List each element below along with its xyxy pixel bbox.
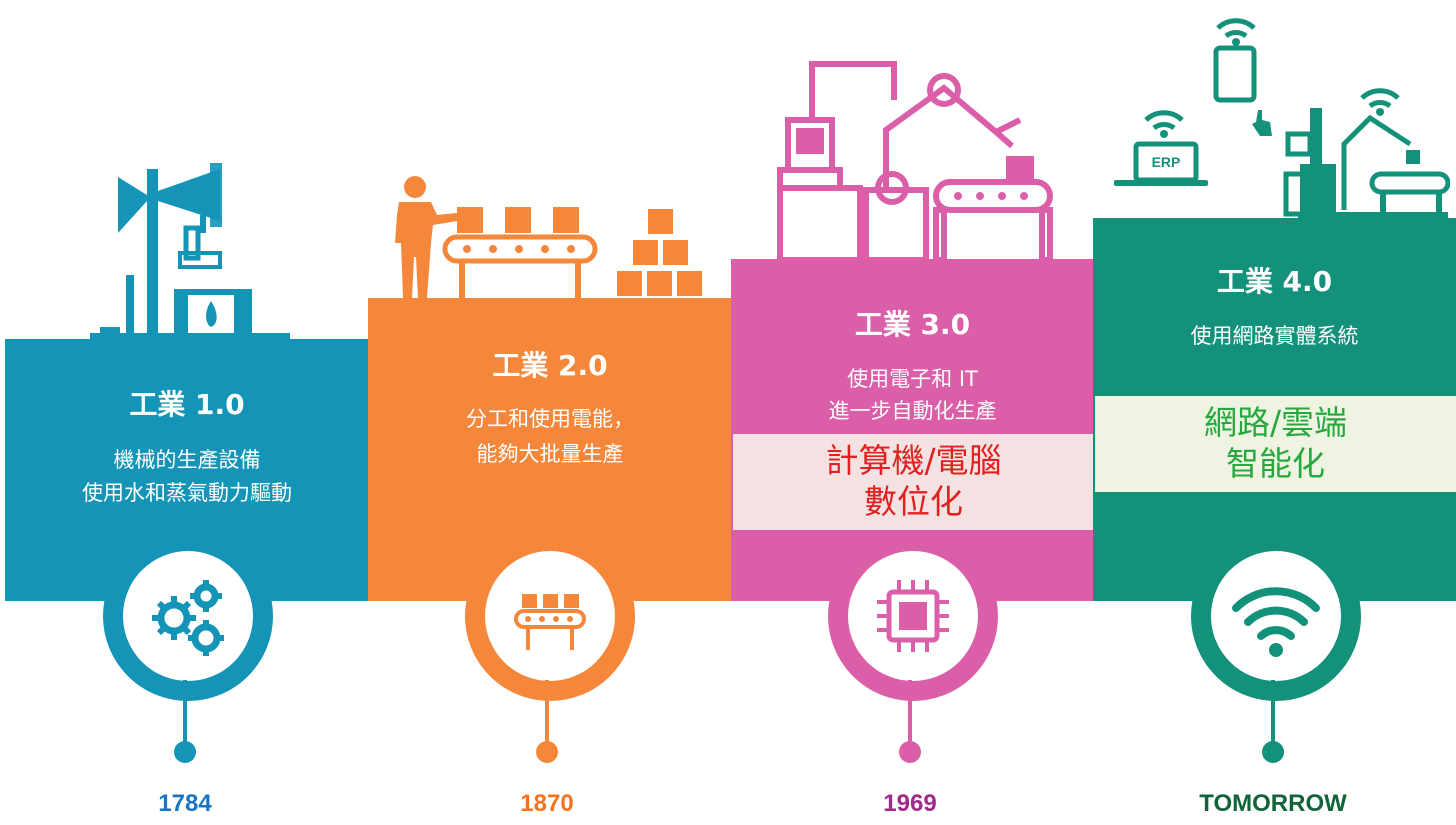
stage-icon-circle-4 — [1191, 531, 1361, 701]
timeline-dot-3 — [899, 741, 921, 763]
stage-icon-circle-3 — [828, 531, 998, 701]
assembly-line-illustration — [395, 176, 702, 298]
year-label-2: 1870 — [520, 790, 574, 817]
stage-desc-line2: 能夠大批量生產 — [476, 442, 624, 466]
stage-desc-line2: 使用水和蒸氣動力驅動 — [82, 481, 292, 505]
stage-title: 工業 1.0 — [129, 388, 245, 421]
stage-icon-circle-1 — [103, 531, 273, 701]
stage-desc-line1: 使用電子和 IT — [847, 367, 978, 391]
stage-title: 工業 2.0 — [492, 349, 608, 382]
smart-factory-illustration: ERP — [1114, 18, 1450, 218]
conveyor-icon — [514, 594, 586, 650]
chip-icon — [877, 580, 949, 652]
stage-desc-line1: 機械的生產設備 — [113, 448, 261, 472]
stage-desc-line2: 進一步自動化生產 — [828, 399, 997, 423]
stage-icon-circle-2 — [465, 531, 635, 701]
timeline-dot-1 — [174, 741, 196, 763]
robot-automation-illustration — [777, 61, 1053, 260]
wifi-icon — [1232, 587, 1320, 657]
timeline-stem-4 — [1271, 680, 1275, 746]
timeline-dot-4 — [1262, 741, 1284, 763]
stage-title: 工業 3.0 — [854, 308, 971, 341]
highlight-line2: 智能化 — [1226, 444, 1325, 483]
year-label-3: 1969 — [883, 790, 937, 817]
year-label-4: TOMORROW — [1199, 790, 1347, 817]
stage-title: 工業 4.0 — [1216, 265, 1333, 298]
highlight-box: 網路/雲端 智能化 — [1095, 396, 1456, 492]
highlight-box: 計算機/電腦 數位化 — [733, 434, 1094, 530]
gears-icon — [152, 580, 224, 656]
highlight-line2: 數位化 — [864, 482, 963, 521]
highlight-line1: 計算機/電腦 — [825, 441, 1002, 480]
timeline-stem-1 — [183, 680, 187, 746]
stage-block-2: 工業 2.0 分工和使用電能， 能夠大批量生產 — [368, 298, 732, 601]
stage-desc-line1: 使用網路實體系統 — [1190, 324, 1359, 348]
highlight-line1: 網路/雲端 — [1203, 403, 1348, 442]
year-label-1: 1784 — [158, 790, 212, 817]
steam-machine-illustration — [90, 163, 290, 341]
timeline-dot-2 — [536, 741, 558, 763]
stage-desc-line1: 分工和使用電能， — [466, 407, 634, 431]
timeline-stem-2 — [545, 680, 549, 746]
timeline-stem-3 — [908, 680, 912, 746]
erp-label: ERP — [1152, 154, 1181, 170]
